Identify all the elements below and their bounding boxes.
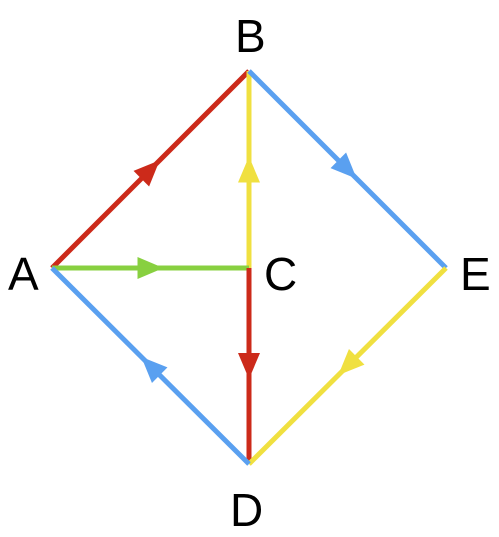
arrowhead-d-a [141, 356, 168, 383]
arrowhead-a-c [137, 257, 164, 279]
arrowhead-a-b [133, 160, 160, 187]
arrowhead-e-d [338, 349, 365, 376]
node-label-d: D [230, 484, 263, 536]
arrowhead-c-d [238, 353, 260, 379]
node-label-e: E [460, 248, 491, 300]
labels-layer: A B C D E [8, 10, 491, 536]
node-label-c: C [264, 248, 297, 300]
arrowhead-b-e [330, 152, 357, 179]
edges-layer [50, 69, 448, 466]
node-label-a: A [8, 248, 39, 300]
arrowhead-c-b [238, 156, 260, 183]
arrows-layer [133, 152, 365, 383]
node-label-b: B [235, 10, 266, 62]
